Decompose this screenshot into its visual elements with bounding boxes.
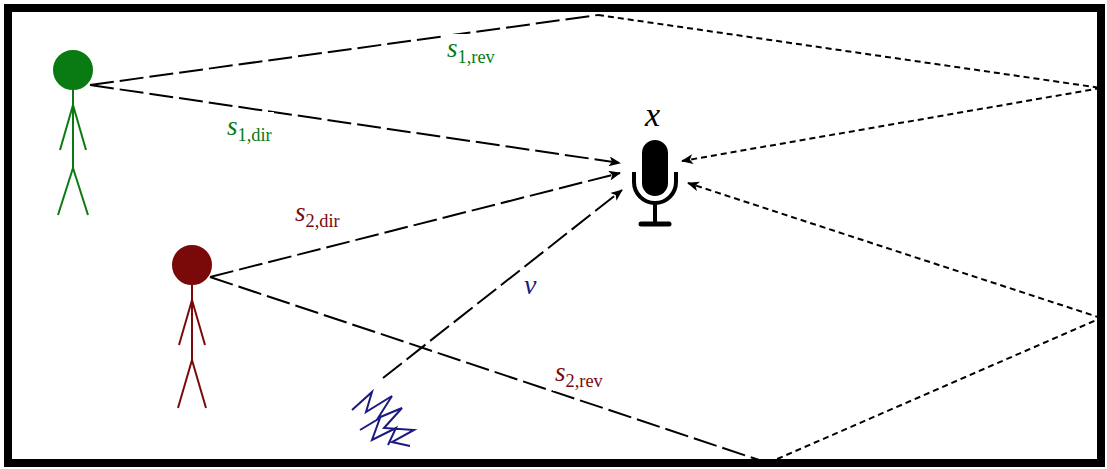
path-label: s1,rev: [445, 34, 497, 67]
noise-label: ν: [522, 270, 538, 301]
room-wall: [8, 8, 1101, 463]
speaker-one: [54, 51, 92, 215]
microphone: [634, 140, 676, 224]
sound-paths: [90, 15, 1101, 463]
signal-label: x: [643, 96, 662, 133]
path-label: s2,rev: [553, 358, 605, 391]
path-label: s1,dir: [225, 112, 274, 145]
path-label: s2,dir: [293, 198, 342, 231]
noise-source: [352, 392, 414, 446]
speaker-two: [173, 246, 211, 408]
